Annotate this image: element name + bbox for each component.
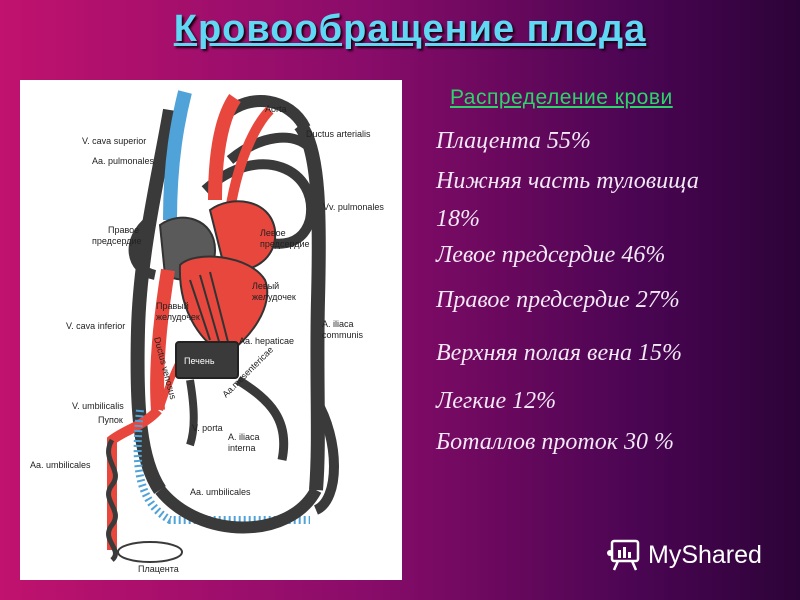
label-levyi-zheludochek-2: желудочек bbox=[252, 292, 296, 302]
label-pechen: Печень bbox=[184, 356, 215, 366]
item-lower-body-value: 18% bbox=[436, 206, 480, 232]
circulation-drawing: Aorta V. cava superior Ductus arterialis… bbox=[30, 90, 384, 574]
slide-title: Кровообращение плода bbox=[173, 8, 647, 50]
v-cava-superior bbox=[163, 90, 192, 221]
presentation-board-icon bbox=[607, 539, 640, 571]
v-cava-inferior bbox=[150, 268, 175, 411]
label-legkie: Легкие bbox=[252, 179, 280, 189]
aorta-red bbox=[208, 94, 241, 201]
label-pravyi-zheludochek-2: желудочек bbox=[156, 312, 200, 322]
label-pravoe-predserdie-2: предсердие bbox=[92, 236, 142, 246]
v-umbilicalis bbox=[107, 406, 162, 550]
brand-watermark: MyShared bbox=[606, 537, 762, 573]
label-aa-umbilicales-left: Aa. umbilicales bbox=[30, 460, 91, 470]
label-aa-umbilicales-bottom: Aa. umbilicales bbox=[190, 487, 251, 497]
item-lungs: Легкие 12% bbox=[436, 388, 557, 414]
right-ventricle-stripes bbox=[189, 271, 229, 346]
label-v-cava-inferior: V. cava inferior bbox=[66, 321, 125, 331]
aorta-red-2 bbox=[225, 106, 274, 211]
label-v-porta: V. porta bbox=[192, 423, 223, 433]
lower-blue bbox=[133, 409, 310, 524]
item-right-atrium: Правое предсердие 27% bbox=[436, 287, 680, 313]
liver bbox=[175, 341, 239, 379]
label-v-umbilicalis: V. umbilicalis bbox=[72, 401, 124, 411]
label-levyi-zheludochek-1: Левый bbox=[252, 281, 279, 291]
outer-loop bbox=[130, 108, 177, 494]
label-a-iliaca-interna-2: interna bbox=[228, 443, 256, 453]
item-ductus-arteriosus: Боталлов проток 30 % bbox=[436, 429, 674, 455]
label-a-iliaca-interna-1: A. iliaca bbox=[228, 432, 260, 442]
label-pravyi-zheludochek-1: Правый bbox=[156, 301, 189, 311]
brand-name: MyShared bbox=[648, 540, 762, 569]
label-levoe-predserdie-1: Левое bbox=[260, 228, 286, 238]
label-ductus-arterialis: Ductus arterialis bbox=[306, 129, 371, 139]
iliac bbox=[311, 397, 339, 515]
item-lower-body: Нижняя часть туловища bbox=[436, 168, 699, 194]
label-a-iliaca-communis-2: communis bbox=[322, 330, 364, 340]
ductus-arterialis bbox=[226, 132, 316, 164]
placenta bbox=[117, 541, 183, 563]
label-pupok: Пупок bbox=[98, 415, 123, 425]
item-superior-vena-cava: Верхняя полая вена 15% bbox=[436, 340, 682, 366]
label-placenta: Плацента bbox=[138, 564, 179, 574]
label-vv-pulmonales: Vv. pulmonales bbox=[323, 202, 384, 212]
label-v-cava-superior: V. cava superior bbox=[82, 136, 146, 146]
mesenteric bbox=[235, 376, 289, 461]
lower-loop bbox=[155, 486, 322, 534]
label-levoe-predserdie-2: предсердие bbox=[260, 239, 310, 249]
label-aa-hepaticae: Aa. hepaticae bbox=[239, 336, 294, 346]
fetal-circulation-diagram: Aorta V. cava superior Ductus arterialis… bbox=[20, 80, 402, 580]
umbilical-cord bbox=[106, 438, 118, 562]
v-porta bbox=[186, 379, 198, 447]
item-placenta: Плацента 55% bbox=[436, 128, 591, 154]
label-aa-pulmonales: Aa. pulmonales bbox=[92, 156, 155, 166]
item-left-atrium: Левое предсердие 46% bbox=[436, 242, 666, 268]
distribution-heading: Распределение крови bbox=[450, 86, 673, 109]
label-aorta: Aorta bbox=[265, 104, 287, 114]
label-a-iliaca-communis-1: A. iliaca bbox=[322, 319, 354, 329]
lung-loop-left bbox=[128, 216, 157, 280]
aorta-descending bbox=[294, 120, 326, 491]
label-pravoe-predserdie-1: Правое bbox=[108, 225, 139, 235]
